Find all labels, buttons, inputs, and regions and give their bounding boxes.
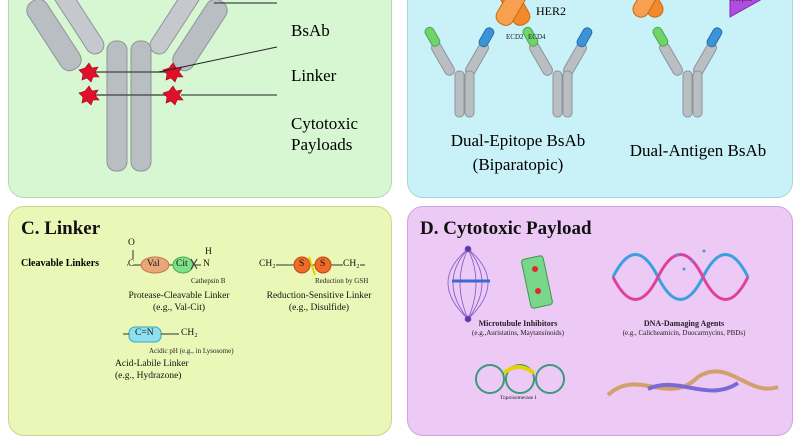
dna-example: (e.g., Calicheamicin, Duocarmycins, PBDs… — [622, 329, 746, 337]
antibody-left — [424, 26, 495, 118]
reduction-example: (e.g., Disulfide) — [288, 303, 350, 313]
right-heavy-arm — [149, 0, 228, 72]
mitotic-spindle-icon — [447, 245, 490, 323]
label-dual-epitope: Dual-Epitope BsAb — [450, 131, 586, 150]
residue-cit: Cit — [176, 259, 188, 269]
panel-d-payload: D. Cytotoxic Payload Micro — [407, 206, 793, 436]
reduction-agent: Reduction by GSH — [315, 277, 369, 285]
label-payloads: Payloads — [291, 135, 353, 154]
label-ecd4: ECD4 — [528, 33, 546, 41]
reduction-ch2-right: CH₂ — [343, 259, 360, 269]
atom-n: N — [203, 259, 210, 269]
atom-h: H — [205, 247, 212, 257]
label-receptor: receptor — [730, 0, 753, 3]
reduction-label: Reduction-Sensitive Linker — [266, 291, 372, 301]
linker-structures — [123, 250, 365, 343]
atom-c: C — [128, 259, 135, 269]
scissors-icon — [190, 258, 198, 270]
left-fc-stem — [106, 40, 128, 172]
lightning-icon — [308, 256, 316, 276]
antibody-middle — [522, 26, 593, 118]
panel-a-bsab-structure: BsAb Linker Cytotoxic Payloads — [8, 0, 392, 198]
sulfur-s1: S — [299, 259, 305, 269]
acid-condition: Acidic pH (e.g., in Lysosome) — [149, 347, 234, 355]
label-bsab: BsAb — [291, 21, 330, 40]
hydrazone-cn: C=N — [135, 328, 154, 338]
enzyme-cathepsin: Cathepsin B — [191, 277, 226, 285]
acid-label: Acid-Labile Linker — [115, 359, 189, 369]
receptor-icon — [729, 0, 762, 18]
label-cytotoxic: Cytotoxic — [291, 114, 359, 133]
residue-val: Val — [147, 259, 160, 269]
bsab-diagram — [26, 0, 278, 172]
her2-antigen — [495, 0, 531, 26]
payload-illustrations — [447, 245, 779, 397]
panel-b-bsab-formats: HER2 ECD2 ECD4 receptor Dual-Epitope BsA… — [407, 0, 793, 198]
acid-ch2: CH₂ — [181, 328, 198, 338]
bsab-formats-diagram — [424, 0, 762, 118]
microtubule-example: (e.g.,Auristatins, Maytansinoids) — [472, 329, 564, 337]
microtubule-label: Microtubule Inhibitors — [478, 319, 558, 328]
antigen-orange — [632, 0, 664, 18]
protein-ribbon-icon — [606, 369, 779, 397]
atom-o: O — [128, 238, 135, 248]
val-residue — [140, 256, 170, 274]
dna-helix-icon — [611, 253, 750, 301]
protease-example: (e.g., Val-Cit) — [152, 303, 206, 313]
cleavable-linkers-heading: Cleavable Linkers — [21, 258, 100, 269]
antibody-right — [652, 26, 723, 118]
protease-label: Protease-Cleavable Linker — [128, 291, 230, 301]
payload-star — [78, 62, 100, 83]
label-her2: HER2 — [536, 4, 566, 18]
left-heavy-arm — [26, 0, 105, 72]
linker-leader — [158, 46, 278, 73]
label-ecd2: ECD2 — [506, 33, 524, 41]
sulfur-atom — [293, 256, 311, 274]
panel-d-title: D. Cytotoxic Payload — [420, 218, 592, 239]
panel-c-title: C. Linker — [21, 218, 101, 239]
sulfur-s2: S — [320, 259, 326, 269]
reduction-ch2-left: CH₂ — [259, 259, 276, 269]
label-dual-antigen: Dual-Antigen BsAb — [629, 141, 767, 160]
microtubule-drug-icon — [521, 255, 553, 309]
payload-star — [162, 85, 184, 106]
topo-label: Topoisomerase I — [500, 395, 537, 401]
label-biparatopic: (Biparatopic) — [472, 155, 564, 174]
topoisomerase-icon — [475, 364, 565, 394]
label-linker: Linker — [291, 66, 337, 85]
sulfur-atom — [314, 256, 332, 274]
panel-c-linker: C. Linker Cleavable Linkers O C Val Cit … — [8, 206, 392, 436]
right-fc-stem — [130, 40, 152, 172]
acid-example: (e.g., Hydrazone) — [115, 371, 182, 381]
dna-label: DNA-Damaging Agents — [643, 319, 725, 328]
payload-star — [78, 85, 100, 106]
